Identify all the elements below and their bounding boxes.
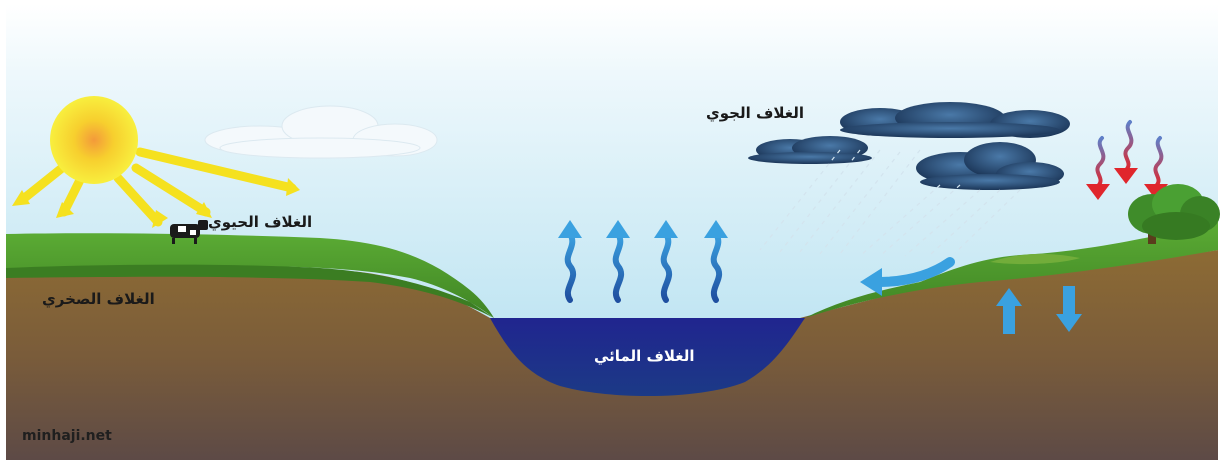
biosphere-label: الغلاف الحيوي (208, 213, 313, 231)
runoff-arrow-icon (860, 257, 955, 296)
arrow-up-icon (996, 288, 1022, 334)
grass-right (805, 222, 1218, 318)
rain-icon (759, 149, 1021, 257)
storm-cloud-icon (748, 102, 1070, 190)
arrow-up-icon (558, 220, 582, 303)
arrow-down-icon (1056, 286, 1082, 332)
grass-left (6, 233, 494, 318)
arrow-up-icon (654, 220, 678, 303)
grass-patch-right (990, 253, 1080, 265)
grass-left-edge (6, 264, 494, 318)
atmosphere-label: الغلاف الجوي (706, 104, 805, 122)
cow-icon (170, 220, 208, 244)
heat-arrow-heads (1086, 168, 1168, 200)
lithosphere-label: الغلاف الصخري (42, 290, 155, 308)
evaporation-arrows (558, 220, 728, 303)
arrow-up-icon (704, 220, 728, 303)
arrow-up-icon (606, 220, 630, 303)
cloud-icon (204, 105, 438, 159)
water-body (490, 318, 805, 397)
hydrosphere-label: الغلاف المائي (594, 347, 695, 365)
heat-arrow-icon (1095, 120, 1164, 188)
sun-icon (12, 96, 300, 228)
site-credit: minhaji.net (22, 428, 112, 444)
tree-icon (1128, 184, 1220, 244)
